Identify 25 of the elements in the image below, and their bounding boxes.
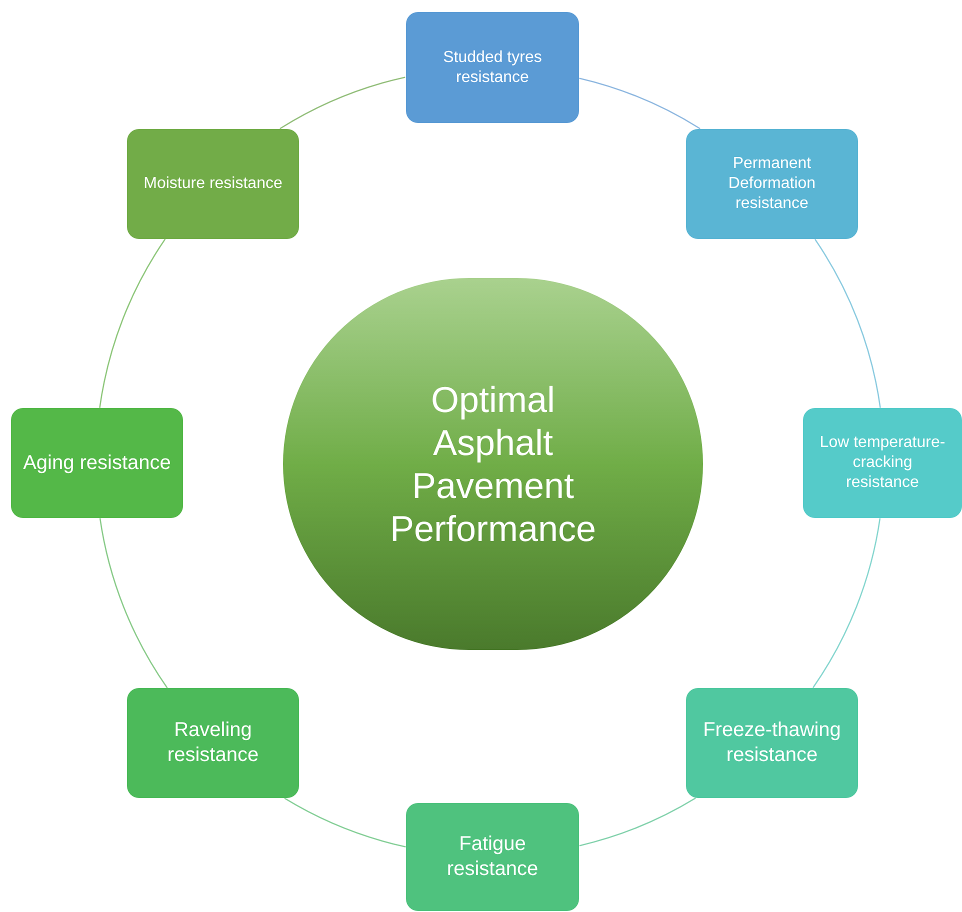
connector-arc [284, 798, 406, 848]
box-label: Permanent Deformation resistance [727, 154, 817, 214]
connector-arc [814, 238, 881, 408]
rounded-box [406, 803, 579, 911]
connector-arc [280, 76, 406, 130]
connector-arc [579, 798, 696, 846]
box-label: Fatigue resistance [446, 832, 540, 882]
box-label: Freeze-thawing resistance [702, 718, 842, 768]
title-text: Optimal Asphalt Pavement Performance [388, 378, 598, 550]
rounded-box [406, 12, 579, 123]
box-label: Studded tyres resistance [442, 48, 543, 88]
box-label: Raveling resistance [166, 718, 260, 768]
rounded-box [686, 688, 858, 798]
connector-arc [812, 518, 881, 688]
box-label: Aging resistance [22, 450, 172, 476]
rounded-box [127, 688, 299, 798]
rounded-box [686, 129, 858, 239]
rounded-box [127, 129, 299, 239]
box-label: Low temperature-cracking resistance [818, 433, 946, 493]
connector-arc [579, 78, 700, 130]
rounded-box [11, 408, 183, 518]
connector-arc [99, 238, 166, 408]
rounded-box [803, 408, 962, 518]
box-label: Moisture resistance [142, 174, 284, 194]
connector-arc [99, 518, 168, 688]
